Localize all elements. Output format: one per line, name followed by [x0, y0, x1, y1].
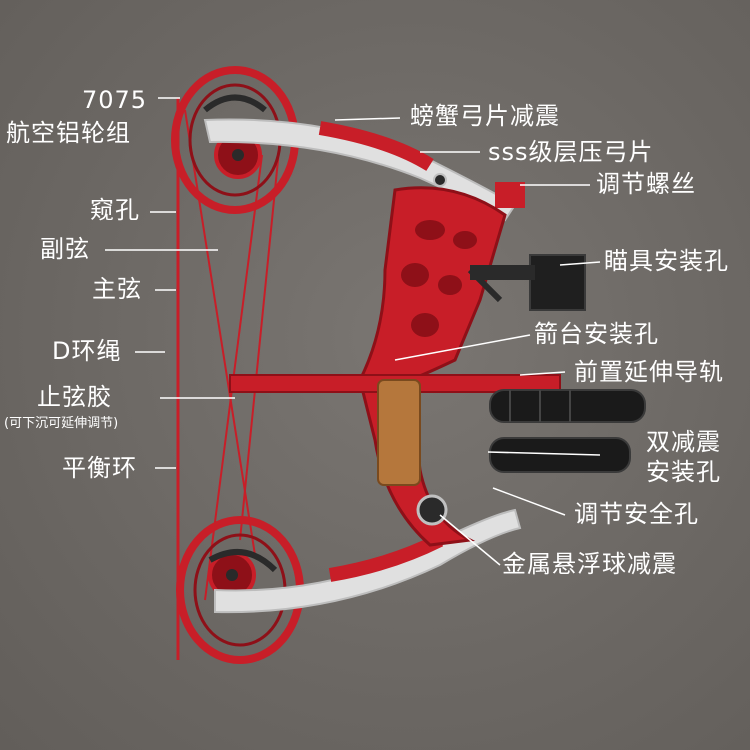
- riser: [229, 173, 561, 547]
- label-string-stop-note: (可下沉可延伸调节): [4, 416, 119, 431]
- label-floating-ball: 金属悬浮球减震: [502, 550, 677, 578]
- label-main-string: 主弦: [92, 275, 142, 303]
- label-rest-mount: 箭台安装孔: [534, 320, 659, 348]
- label-dual-damper-line2: 安装孔: [646, 458, 721, 486]
- buss-cable-a: [184, 109, 256, 556]
- label-sight-mount: 瞄具安装孔: [604, 247, 729, 275]
- stabilizers: [489, 389, 646, 473]
- label-cam-number: 7075: [82, 86, 148, 114]
- label-d-loop: D环绳: [52, 337, 122, 365]
- buss-cable-c: [239, 139, 281, 541]
- label-balance-ring: 平衡环: [62, 454, 137, 482]
- label-safety-hole: 调节安全孔: [574, 500, 699, 528]
- label-peep: 窥孔: [90, 196, 140, 224]
- label-buss-cable: 副弦: [40, 235, 90, 263]
- label-dual-damper-line1: 双减震: [646, 428, 721, 456]
- upper-limb: [203, 118, 525, 222]
- sight: [467, 254, 586, 311]
- label-crab-damper: 螃蟹弓片减震: [410, 102, 560, 130]
- label-laminated-limb: sss级层压弓片: [488, 138, 654, 166]
- leader-lines: [105, 97, 601, 566]
- label-string-stop: 止弦胶: [37, 383, 112, 411]
- label-cam-material: 航空铝轮组: [6, 119, 131, 147]
- label-front-rail: 前置延伸导轨: [574, 358, 724, 386]
- label-adjust-screw: 调节螺丝: [596, 170, 696, 198]
